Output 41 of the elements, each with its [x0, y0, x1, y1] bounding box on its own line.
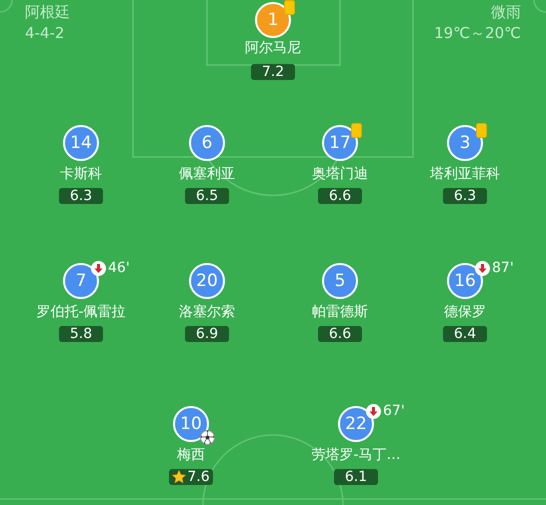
player-rating: 5.8 [59, 326, 103, 342]
player-name: 劳塔罗-马丁… [311, 447, 401, 463]
player-name: 德保罗 [444, 304, 486, 320]
player-rating: 6.6 [318, 188, 362, 204]
weather: 微雨 [491, 3, 521, 21]
substitution-minute: 67' [383, 403, 405, 419]
player-marker: 20 [189, 263, 225, 299]
player-marker: 10 [173, 406, 209, 442]
player-rating: 6.1 [334, 469, 378, 485]
player-marker: 1 [255, 2, 291, 38]
player-marker: 7 [63, 263, 99, 299]
player-name: 罗伯托-佩雷拉 [36, 304, 126, 320]
player-name: 卡斯科 [60, 166, 102, 182]
player-marker: 16 [447, 263, 483, 299]
player-rating [169, 469, 213, 485]
rating-value: 7.6 [187, 469, 210, 485]
player-marker: 22 [338, 406, 374, 442]
substitution-minute: 46' [108, 260, 130, 276]
player-rating: 6.3 [59, 188, 103, 204]
formation: 4-4-2 [25, 24, 64, 42]
player-marker: 5 [322, 263, 358, 299]
player-name: 奥塔门迪 [312, 166, 368, 182]
player-rating: 6.5 [185, 188, 229, 204]
player-name: 佩塞利亚 [179, 166, 235, 182]
player-rating: 6.4 [443, 326, 487, 342]
player-marker: 17 [322, 125, 358, 161]
player-marker: 3 [447, 125, 483, 161]
player-name: 阿尔马尼 [245, 40, 301, 56]
player-rating: 7.2 [251, 64, 295, 80]
player-marker: 14 [63, 125, 99, 161]
player-name: 洛塞尔索 [179, 304, 235, 320]
substitution-minute: 87' [492, 260, 514, 276]
player-rating: 6.6 [318, 326, 362, 342]
player-marker: 6 [189, 125, 225, 161]
player-rating: 6.3 [443, 188, 487, 204]
player-rating: 6.9 [185, 326, 229, 342]
player-name: 梅西 [177, 447, 205, 463]
temperature: 19℃～20℃ [434, 24, 521, 42]
player-name: 塔利亚菲科 [430, 166, 500, 182]
player-name: 帕雷德斯 [312, 304, 368, 320]
team-name: 阿根廷 [25, 3, 70, 21]
